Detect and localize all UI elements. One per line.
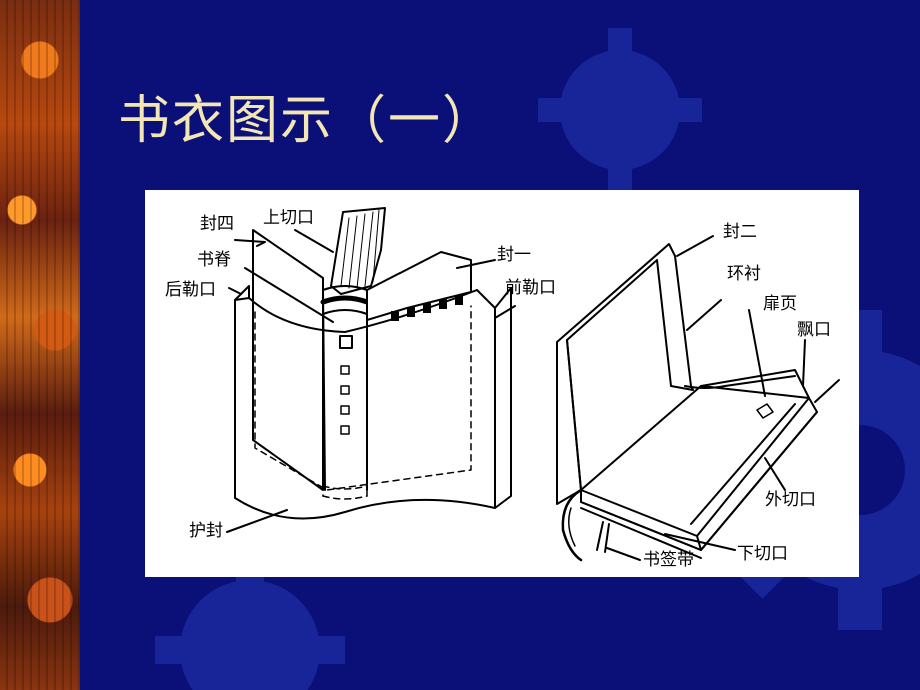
label-back-flap: 后勒口 bbox=[165, 280, 216, 300]
label-title-page: 扉页 bbox=[763, 294, 797, 314]
open-book-block bbox=[580, 385, 818, 551]
label-fore-edge: 外切口 bbox=[765, 490, 816, 510]
label-front-flap: 前勒口 bbox=[505, 278, 556, 298]
label-inside-front-cover: 封二 bbox=[723, 222, 757, 242]
label-top-edge: 上切口 bbox=[263, 208, 314, 228]
label-front-cover: 封一 bbox=[497, 245, 531, 265]
page-title: 书衣图示（一） bbox=[118, 91, 497, 151]
label-bookmark-ribbon: 书签带 bbox=[643, 550, 694, 570]
decorative-side-stripe bbox=[0, 0, 80, 690]
label-board-overhang: 飘口 bbox=[797, 320, 831, 340]
book-jacket-illustration bbox=[226, 207, 840, 562]
label-bottom-edge: 下切口 bbox=[737, 544, 788, 564]
label-back-cover: 封四 bbox=[200, 214, 234, 234]
back-cover-panel bbox=[252, 229, 324, 491]
diagram-panel: 封四 上切口 书脊 后勒口 封一 前勒口 护封 封二 环衬 扉页 飘口 外切口 … bbox=[145, 190, 859, 577]
front-cover-panel bbox=[366, 251, 472, 321]
label-spine: 书脊 bbox=[197, 250, 231, 270]
label-dust-jacket: 护封 bbox=[189, 521, 223, 541]
label-endpaper: 环衬 bbox=[727, 264, 761, 284]
dust-jacket-outline bbox=[234, 289, 496, 520]
